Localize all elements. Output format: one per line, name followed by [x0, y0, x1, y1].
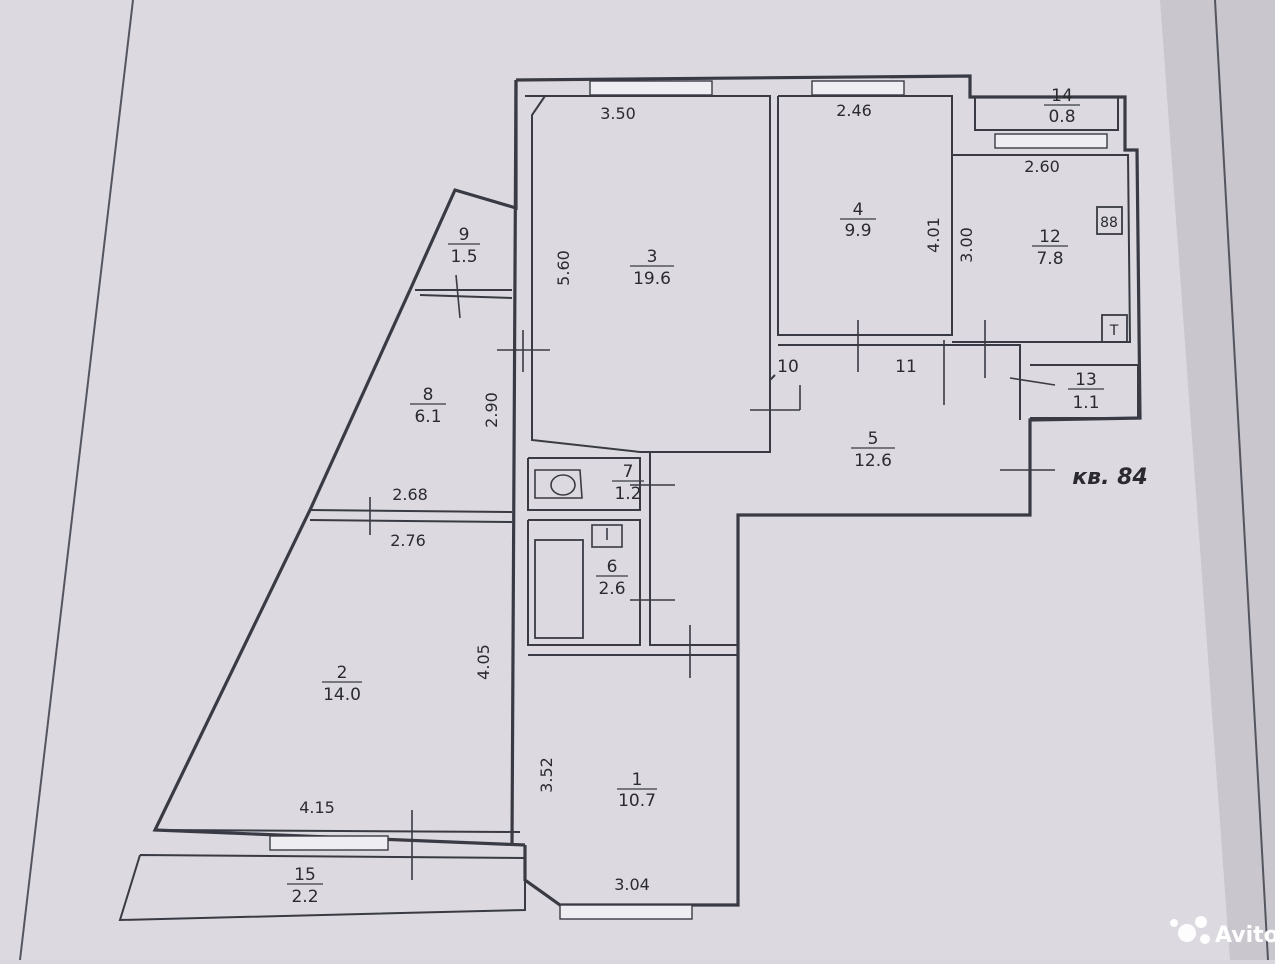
toilet-icon	[534, 469, 583, 499]
water-heater-icon: T	[1101, 314, 1128, 343]
room-5-area: 12.6	[854, 451, 892, 471]
inner-walls	[118, 95, 1139, 922]
dim-room-4-width: 2.46	[836, 101, 872, 120]
dim-room-1-length: 3.52	[537, 757, 556, 793]
room-labels: 1 10.7 2 14.0 3 19.6 4 9.9 5 12.6 6 2.6	[287, 86, 1104, 907]
dim-room-8-length: 2.90	[482, 392, 501, 428]
room-14-area: 0.8	[1048, 107, 1075, 127]
room-12: 12 7.8	[1032, 227, 1068, 269]
room-6-area: 2.6	[598, 579, 625, 599]
room-15-number: 15	[294, 865, 316, 885]
sink-icon	[591, 524, 623, 548]
window-room-3	[589, 80, 713, 96]
dim-room-3-width: 3.50	[600, 104, 636, 123]
room-3-number: 3	[647, 247, 658, 267]
watermark-text: Avito	[1215, 923, 1275, 948]
room-2-area: 14.0	[323, 685, 361, 705]
room-6-number: 6	[607, 557, 618, 577]
water-heater-symbol: T	[1109, 323, 1119, 339]
room-12-number: 12	[1039, 227, 1061, 247]
room-2: 2 14.0	[322, 663, 362, 705]
dimension-labels: 3.50 2.46 2.60 5.60 4.01 3.00 2.90 2.6 8 …	[299, 101, 1060, 894]
dim-room-12-length: 3.00	[957, 227, 976, 263]
dim-room-2-length: 4.05	[474, 644, 493, 680]
room-14-number: 14	[1051, 86, 1073, 106]
room-3: 3 19.6	[630, 247, 674, 289]
frame-line-left	[19, 0, 134, 961]
dim-room-2-top-width: 2.76	[390, 531, 426, 550]
room-8-area: 6.1	[414, 407, 441, 427]
room-8-number: 8	[423, 385, 434, 405]
room-2-number: 2	[337, 663, 348, 683]
dim-room-12-width: 2.60	[1024, 157, 1060, 176]
room-6: 6 2.6	[596, 557, 628, 599]
dim-room-4-length: 4.01	[924, 217, 943, 253]
room-7: 7 1.2	[612, 462, 644, 504]
room-15: 15 2.2	[287, 865, 323, 907]
room-9-number: 9	[459, 225, 470, 245]
apartment-label: кв. 84	[1072, 465, 1148, 490]
room-5: 5 12.6	[851, 429, 895, 471]
room-10-number: 10	[777, 357, 799, 377]
window-room-4	[811, 80, 905, 96]
window-room-1	[559, 904, 693, 920]
window-room-12	[994, 133, 1108, 149]
room-4-number: 4	[853, 200, 864, 220]
dim-room-3-length: 5.60	[554, 250, 573, 286]
window-room-2	[269, 835, 389, 851]
room-12-area: 7.8	[1036, 249, 1063, 269]
dim-room-8-width: 2.68	[392, 485, 428, 504]
room-10: 10	[777, 357, 799, 377]
room-1-area: 10.7	[618, 791, 656, 811]
room-3-area: 19.6	[633, 269, 671, 289]
room-15-area: 2.2	[291, 887, 318, 907]
door-marks	[369, 274, 1056, 880]
room-14: 14 0.8	[1044, 86, 1080, 127]
room-1: 1 10.7	[617, 770, 657, 811]
dim-room-1-width: 3.04	[614, 875, 650, 894]
room-11: 11	[895, 357, 917, 377]
windows	[269, 80, 1108, 920]
frame-line-right	[1214, 0, 1269, 961]
room-7-number: 7	[623, 462, 634, 482]
room-9-area: 1.5	[450, 247, 477, 267]
room-1-number: 1	[632, 770, 643, 790]
room-13: 13 1.1	[1068, 370, 1104, 413]
room-7-area: 1.2	[614, 484, 641, 504]
stove-symbol: 88	[1100, 215, 1118, 231]
bathtub-icon	[534, 539, 584, 639]
avito-watermark: Avito	[1170, 916, 1275, 948]
room-13-area: 1.1	[1072, 393, 1099, 413]
room-13-number: 13	[1075, 370, 1097, 390]
paper-shade	[1160, 0, 1275, 960]
room-11-number: 11	[895, 357, 917, 377]
room-4: 4 9.9	[840, 200, 876, 241]
room-5-number: 5	[868, 429, 879, 449]
room-4-area: 9.9	[844, 221, 871, 241]
stove-icon: 88	[1096, 206, 1123, 235]
avito-logo-icon	[1170, 916, 1210, 944]
dim-room-2-width: 4.15	[299, 798, 335, 817]
room-9: 9 1.5	[448, 225, 480, 267]
room-8: 8 6.1	[410, 385, 446, 427]
